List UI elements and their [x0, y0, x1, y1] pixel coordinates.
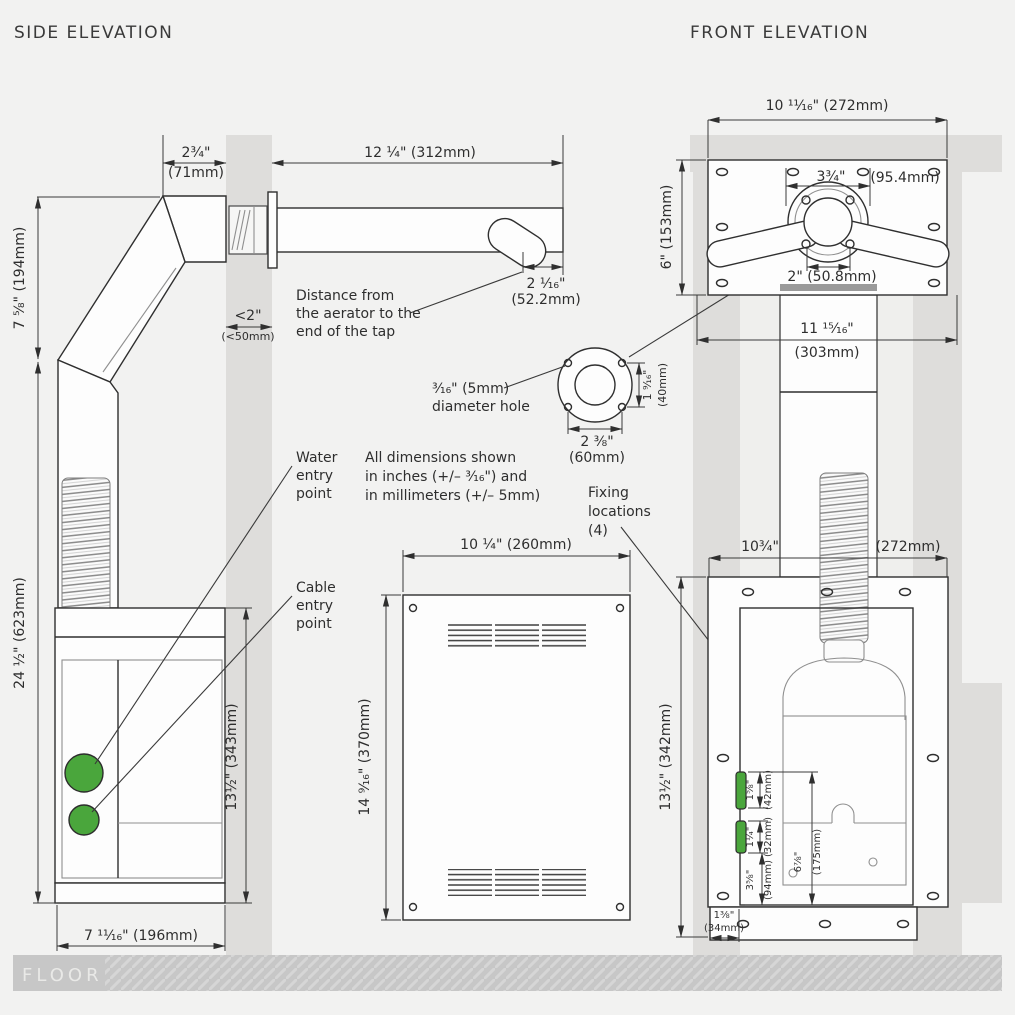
panel-height-dim: 14 ⁹⁄₁₆" (370mm)	[357, 698, 373, 815]
dim-box-depth: 7 ¹¹⁄₁₆" (196mm)	[84, 928, 198, 944]
aerator-note-1: Distance from	[296, 288, 394, 304]
dim-lower-width-in: 10¾"	[741, 539, 779, 555]
hose-collar-front	[823, 639, 865, 663]
dim-e3-mm: (94mm)	[763, 860, 774, 900]
hole-diameter-label-1: ³⁄₁₆" (5mm)	[432, 381, 509, 397]
dim-e2-in: 1¼"	[744, 827, 756, 848]
control-box-side	[54, 607, 226, 884]
wall-nut	[228, 205, 268, 255]
water-entry-label-1: Water	[296, 450, 338, 466]
cable-entry-indicator	[68, 804, 100, 836]
water-entry-indicator-front	[735, 771, 747, 810]
dim-offset-in: 1⅜"	[714, 910, 735, 921]
dim-flange-in: 3¾"	[817, 169, 846, 185]
side-elevation-title: SIDE ELEVATION	[14, 23, 173, 43]
dim-tap-diameter: 2" (50.8mm)	[787, 269, 876, 285]
dim-aerator-mm: (52.2mm)	[511, 292, 580, 308]
flange-inner-circle	[574, 364, 616, 406]
tolerance-note-3: in millimeters (+/– 5mm)	[365, 488, 540, 504]
dim-wall-offset-mm: (71mm)	[168, 165, 224, 181]
front-wall-block-right	[948, 683, 1002, 903]
dim-lower-width-mm: (272mm)	[876, 539, 941, 555]
floor-label: FLOOR	[22, 965, 103, 986]
vent-slots	[495, 869, 539, 896]
dim-spout-length: 12 ¼" (312mm)	[364, 145, 476, 161]
cable-entry-label-2: entry	[296, 598, 333, 614]
dim-e4-in: 6⅞"	[793, 852, 804, 873]
dim-wall-thickness-in: <2"	[234, 308, 261, 324]
side-annotations: Distance from the aerator to the end of …	[91, 271, 540, 813]
vent-slots	[495, 621, 539, 648]
flange-detail: ³⁄₁₆" (5mm) diameter hole 1 ⁹⁄₁₆" (40mm)…	[432, 252, 797, 466]
keyhole-slot	[831, 803, 855, 823]
aerator-note-2: the aerator to the	[296, 306, 421, 322]
control-box-base	[54, 882, 226, 904]
cable-entry-indicator-front	[735, 820, 747, 854]
dim-top-width: 10 ¹¹⁄₁₆" (272mm)	[766, 98, 889, 114]
side-elevation-dimensions: 2¾" (71mm) 12 ¼" (312mm) 2 ¹⁄₁₆" (52.2mm…	[12, 135, 581, 951]
dim-e3-in: 3⅝"	[745, 870, 756, 891]
fixing-label-3: (4)	[588, 523, 608, 539]
water-entry-indicator	[64, 753, 104, 793]
keyhole-plate	[782, 715, 907, 886]
wall-flange-plate	[267, 191, 278, 269]
hole-diameter-label-2: diameter hole	[432, 399, 530, 415]
vent-slots	[542, 869, 586, 896]
dim-flange-mm: (95.4mm)	[870, 170, 939, 186]
vent-slots	[542, 621, 586, 648]
unit-dome	[782, 657, 906, 720]
dim-wall-thickness-mm: (<50mm)	[221, 330, 274, 343]
dim-e4-mm: (175mm)	[812, 829, 823, 875]
angled-tube	[56, 194, 186, 383]
front-elevation-dimensions: 10 ¹¹⁄₁₆" (272mm) 6" (153mm) 3¾" (95.4mm…	[658, 98, 958, 942]
flange-dim-v-mm: (40mm)	[656, 363, 669, 407]
floor-hatch	[105, 955, 1002, 991]
dim-e1-mm: (42mm)	[763, 770, 774, 810]
water-entry-label-2: entry	[296, 468, 333, 484]
cable-entry-label-1: Cable	[296, 580, 336, 596]
dim-offset-mm: (34mm)	[704, 923, 744, 934]
aerator-tip	[487, 217, 547, 269]
fixing-label-1: Fixing	[588, 485, 629, 501]
tolerance-note-2: in inches (+/– ³⁄₁₆") and	[365, 469, 527, 485]
dim-wall-col-in: 11 ¹⁵⁄₁₆"	[800, 321, 854, 337]
panel-width-dim: 10 ¼" (260mm)	[460, 537, 572, 553]
tolerance-note-1: All dimensions shown	[365, 450, 516, 466]
dim-box-height-side: 13½" (343mm)	[224, 703, 240, 810]
fixing-label-2: locations	[588, 504, 651, 520]
dim-aerator-in: 2 ¹⁄₁₆"	[527, 276, 566, 292]
dim-height-upper: 7 ⅝" (194mm)	[12, 227, 28, 330]
dim-wall-offset-in: 2¾"	[182, 145, 211, 161]
vent-slots	[448, 621, 492, 648]
aerator-note-3: end of the tap	[296, 324, 395, 340]
dim-e1-in: 1⅝"	[745, 780, 756, 801]
vent-slots	[448, 869, 492, 896]
side-elevation	[54, 191, 564, 904]
dim-e2-mm: (32mm)	[763, 817, 774, 857]
flange-dim-h-mm: (60mm)	[569, 450, 625, 466]
flange-outer-circle	[557, 347, 633, 423]
cover-panel-detail: 10 ¼" (260mm) 14 ⁹⁄₁₆" (370mm) Fixing lo…	[357, 485, 717, 921]
cable-entry-label-3: point	[296, 616, 332, 632]
dim-height-lower: 24 ½" (623mm)	[12, 577, 28, 689]
dim-wall-col-mm: (303mm)	[795, 345, 860, 361]
front-elevation-title: FRONT ELEVATION	[690, 23, 869, 43]
flange-dim-v-in: 1 ⁹⁄₁₆"	[641, 370, 654, 401]
flange-dim-h-in: 2 ⅜"	[580, 434, 613, 450]
side-wall-band	[226, 135, 272, 957]
water-entry-label-3: point	[296, 486, 332, 502]
bottom-mounting-strip	[709, 906, 918, 941]
control-box-front	[739, 607, 914, 906]
floor-strip: FLOOR	[13, 955, 1002, 991]
dim-lower-height: 13½" (342mm)	[658, 703, 674, 810]
cover-panel	[402, 594, 631, 921]
dim-plate-height: 6" (153mm)	[659, 185, 675, 270]
control-box-inner	[61, 659, 223, 879]
tap-base-bar	[780, 284, 877, 291]
tap-body-front	[803, 197, 853, 247]
